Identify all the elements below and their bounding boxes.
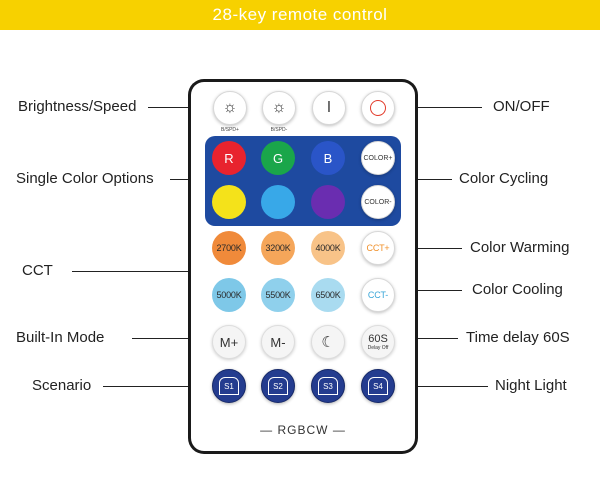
leader-line-warming: [398, 248, 462, 249]
brand-label: — RGBCW —: [260, 423, 346, 437]
cct-3200k-button[interactable]: 3200K: [261, 231, 295, 265]
callout-cct: CCT: [22, 262, 53, 279]
leader-line-night: [398, 386, 488, 387]
scenario-1-button[interactable]: S1: [212, 369, 246, 403]
leader-line-onoff: [398, 107, 482, 108]
leader-line-scenario: [103, 386, 208, 387]
delay-sub-label: Delay Off: [367, 344, 389, 351]
cct-2700k-button[interactable]: 2700K: [212, 231, 246, 265]
sun-icon: ☼: [271, 99, 287, 116]
leader-line-cct: [72, 271, 208, 272]
brightness-up-label: B/SPD+: [221, 127, 239, 133]
cct-5500k-button[interactable]: 5500K: [261, 278, 295, 312]
callout-scenario: Scenario: [32, 377, 92, 394]
brightness-up-button[interactable]: ☼ B/SPD+: [213, 91, 247, 133]
off-button[interactable]: [361, 91, 395, 125]
blue-button[interactable]: B: [311, 141, 345, 175]
moon-icon: ☾: [321, 334, 335, 351]
brightness-down-button[interactable]: ☼ B/SPD-: [262, 91, 296, 133]
on-label: I: [326, 99, 332, 116]
callout-built-in-mode: Built-In Mode: [16, 329, 105, 346]
purple-button[interactable]: [311, 185, 345, 219]
cct-plus-button[interactable]: CCT+: [361, 231, 395, 265]
scenario-3-button[interactable]: S3: [311, 369, 345, 403]
power-off-icon: [370, 100, 386, 116]
scenario-2-button[interactable]: S2: [261, 369, 295, 403]
house-icon: S3: [318, 377, 338, 395]
cct-minus-button[interactable]: CCT-: [361, 278, 395, 312]
green-button[interactable]: G: [261, 141, 295, 175]
on-button[interactable]: I: [312, 91, 346, 125]
cct-6500k-button[interactable]: 6500K: [311, 278, 345, 312]
leader-line-cooling: [398, 290, 462, 291]
callout-color-cycling: Color Cycling: [459, 170, 549, 187]
house-icon: S1: [219, 377, 239, 395]
red-button[interactable]: R: [212, 141, 246, 175]
callout-on-off: ON/OFF: [493, 98, 550, 115]
yellow-button[interactable]: [212, 185, 246, 219]
house-icon: S4: [368, 377, 388, 395]
cct-5000k-button[interactable]: 5000K: [212, 278, 246, 312]
leader-line-brightness: [148, 107, 208, 108]
leader-line-cycling: [398, 179, 452, 180]
mode-plus-button[interactable]: M+: [212, 325, 246, 359]
house-icon: S2: [268, 377, 288, 395]
leader-line-delay: [398, 338, 458, 339]
color-minus-button[interactable]: COLOR-: [361, 185, 395, 219]
color-plus-button[interactable]: COLOR+: [361, 141, 395, 175]
callout-night-light: Night Light: [495, 377, 567, 394]
cct-4000k-button[interactable]: 4000K: [311, 231, 345, 265]
callout-color-cooling: Color Cooling: [472, 281, 563, 298]
cyan-button[interactable]: [261, 185, 295, 219]
title-banner: 28-key remote control: [0, 0, 600, 30]
callout-brightness-speed: Brightness/Speed: [18, 98, 137, 115]
brightness-down-label: B/SPD-: [270, 127, 288, 133]
callout-color-warming: Color Warming: [470, 239, 570, 256]
delay-main-label: 60S: [368, 332, 388, 345]
delay-off-button[interactable]: 60S Delay Off: [361, 325, 395, 359]
scenario-4-button[interactable]: S4: [361, 369, 395, 403]
leader-line-built-in: [132, 338, 208, 339]
night-light-button[interactable]: ☾: [311, 325, 345, 359]
mode-minus-button[interactable]: M-: [261, 325, 295, 359]
callout-single-color: Single Color Options: [16, 170, 154, 187]
sun-icon: ☼: [222, 99, 238, 116]
callout-time-delay: Time delay 60S: [466, 329, 570, 346]
